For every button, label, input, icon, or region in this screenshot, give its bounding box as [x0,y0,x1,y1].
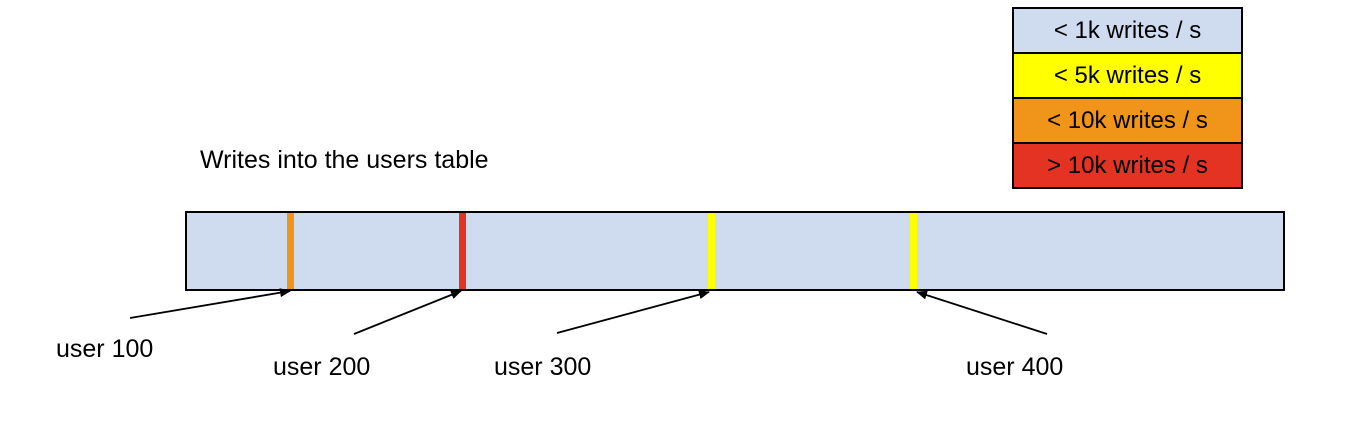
legend-item-label: < 10k writes / s [1047,106,1208,134]
legend-item-lt-5k: < 5k writes / s [1012,52,1243,99]
legend: < 1k writes / s < 5k writes / s < 10k wr… [1012,7,1243,189]
legend-item-lt-10k: < 10k writes / s [1012,97,1243,144]
legend-item-label: > 10k writes / s [1047,151,1208,179]
arrow-user-300 [556,290,710,334]
marker-user-200 [459,213,466,289]
arrow-user-200 [353,290,462,335]
label-user-400: user 400 [966,353,1064,381]
label-user-300: user 300 [494,353,592,381]
label-user-200: user 200 [273,353,371,381]
label-user-100: user 100 [56,335,154,363]
marker-user-100 [287,213,294,289]
legend-item-gt-10k: > 10k writes / s [1012,142,1243,189]
marker-user-300 [708,213,715,289]
legend-item-label: < 1k writes / s [1053,16,1202,44]
arrow-user-100 [129,288,291,319]
legend-item-lt-1k: < 1k writes / s [1012,7,1243,54]
marker-user-400 [910,213,917,289]
users-table-bar [185,211,1285,291]
arrow-user-400 [916,290,1048,335]
diagram-title: Writes into the users table [200,146,489,174]
legend-item-label: < 5k writes / s [1053,61,1202,89]
